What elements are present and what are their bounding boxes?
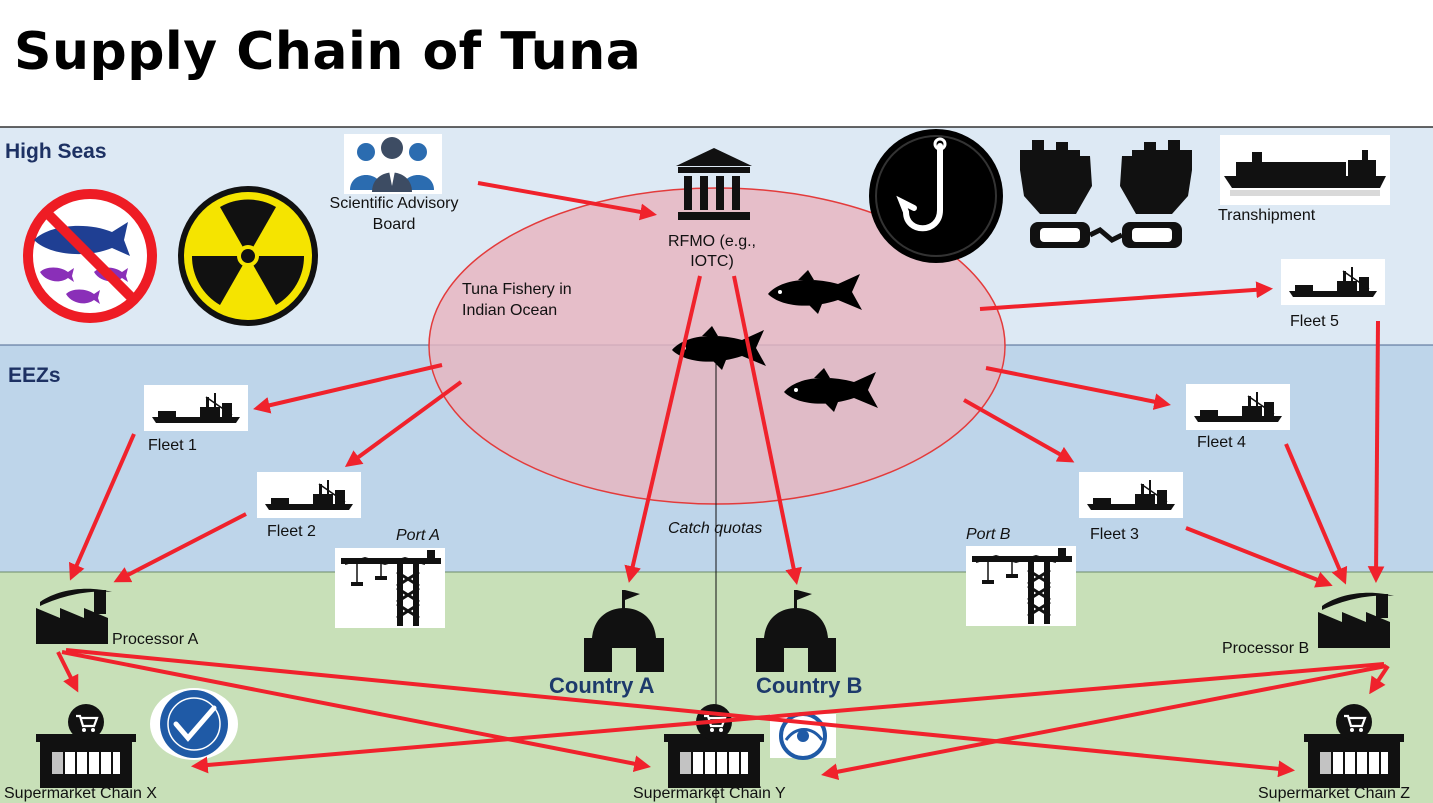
arrow-fishery-to-fleet-1	[253, 363, 443, 414]
label-country-b: Country B	[756, 673, 862, 698]
zone-label-eezs: EEZs	[8, 364, 61, 387]
label-fleet-1: Fleet 1	[148, 437, 197, 454]
arrow-fleet-1-to-processor-a	[69, 433, 136, 581]
hook-icon	[869, 129, 1003, 263]
no-fishing-icon	[23, 189, 157, 323]
label-rfmo-line1: RFMO (e.g.,	[668, 233, 756, 250]
arrow-fishery-to-fleet-3	[963, 398, 1075, 463]
arrow-fleet-2-to-processor-a	[113, 512, 247, 583]
port-a-crane-icon	[333, 546, 447, 630]
label-processor-b: Processor B	[1222, 640, 1309, 657]
label-rfmo-line2: IOTC)	[690, 253, 734, 270]
fleet-1-ship-icon	[143, 384, 249, 432]
arrow-fleet-5-to-processor-b	[1367, 320, 1385, 584]
arrow-processor-a-to-z	[65, 648, 1296, 778]
label-advisory-line2: Board	[373, 216, 416, 233]
arrow-processor-b-to-y	[821, 664, 1387, 781]
label-fleet-5: Fleet 5	[1290, 313, 1339, 330]
zone-label-high-seas: High Seas	[5, 140, 107, 163]
courthouse-icon	[676, 148, 752, 220]
people-icon	[344, 134, 442, 194]
arrow-advisory-to-rfmo	[477, 181, 657, 221]
label-port-a: Port A	[396, 527, 440, 544]
arrow-processor-b-to-x	[190, 662, 1385, 774]
label-fleet-4: Fleet 4	[1197, 434, 1246, 451]
label-supermarket-y: Supermarket Chain Y	[633, 785, 786, 802]
arrow-fleet-3-to-processor-b	[1185, 526, 1333, 588]
arrow-rfmo-to-country-a	[624, 275, 702, 583]
label-processor-a: Processor A	[112, 631, 199, 648]
msc-logo-icon	[150, 688, 238, 760]
arrow-processor-a-to-y	[61, 650, 651, 772]
arrow-fishery-to-fleet-4	[985, 366, 1171, 410]
fleet-3-ship-icon	[1078, 471, 1184, 519]
label-supermarket-x: Supermarket Chain X	[4, 785, 157, 802]
fleet-4-ship-icon	[1185, 383, 1291, 431]
fleet-2-ship-icon	[256, 471, 362, 519]
label-catch-quotas: Catch quotas	[668, 520, 762, 537]
handcuffs-icon	[1020, 140, 1192, 248]
label-fishery-line2: Indian Ocean	[462, 302, 557, 319]
label-advisory-line1: Scientific Advisory	[330, 195, 459, 212]
page-title: Supply Chain of Tuna	[14, 22, 642, 82]
arrow-fleet-4-to-processor-b	[1284, 443, 1348, 585]
label-port-b: Port B	[966, 526, 1011, 543]
arrow-rfmo-to-country-b	[732, 275, 802, 585]
flow-arrows	[56, 181, 1390, 781]
fleet-5-ship-icon	[1280, 258, 1386, 306]
port-b-crane-icon	[964, 544, 1078, 628]
arrow-processor-a-to-x	[56, 651, 79, 693]
label-supermarket-z: Supermarket Chain Z	[1258, 785, 1410, 802]
label-fleet-3: Fleet 3	[1090, 526, 1139, 543]
label-fleet-2: Fleet 2	[267, 523, 316, 540]
label-fishery-line1: Tuna Fishery in	[462, 281, 572, 298]
arrow-processor-b-to-z	[1369, 664, 1390, 695]
radiation-icon	[178, 186, 318, 326]
label-country-a: Country A	[549, 673, 655, 698]
label-transhipment: Transhipment	[1218, 207, 1316, 224]
arrow-fishery-to-fleet-2	[344, 380, 463, 467]
transhipment-ship-icon	[1220, 135, 1390, 205]
arrow-fishery-to-fleet-5	[979, 281, 1274, 311]
